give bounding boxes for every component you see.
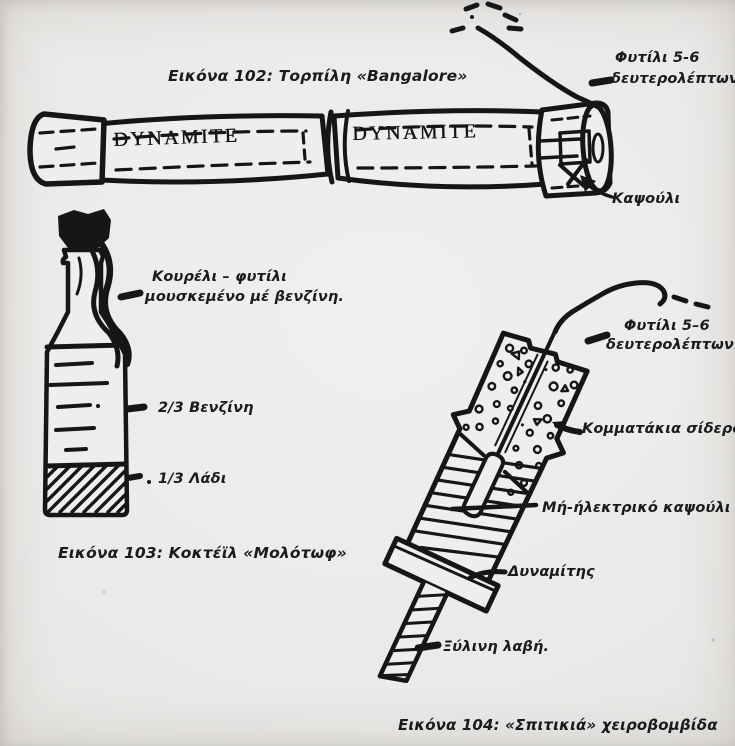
top-section-label: 2/3 Βενζίνη (158, 400, 254, 416)
oil-hatching (44, 464, 128, 514)
rag-label-line1: Κουρέλι – φυτίλι (152, 269, 287, 285)
torpedo-fuse-drawing (449, 1, 615, 110)
figure-103-caption: Εικόνα 103: Κοκτέϊλ «Μολότωφ» (58, 544, 347, 562)
detonator-pointer (449, 502, 539, 512)
rag-label-line2: μουσκεμένο μέ βενζίνη. (145, 289, 345, 305)
grenade-fuse-label-line2: δευτερολέπτων. (606, 337, 735, 353)
top-section-dash (123, 403, 148, 413)
grenade-fuse-drawing (552, 280, 711, 345)
fuse-spark-icon (671, 294, 711, 310)
fuse-label-dash (584, 331, 611, 345)
detonator-cap-label: Καψούλι (612, 191, 681, 207)
dynamite-label-2: DYNAMITE (352, 120, 479, 145)
fuse-label-dash (588, 76, 615, 87)
detonator-capsule (461, 451, 506, 519)
figure-104-caption: Εικόνα 104: «Σπιτικιά» χειροβομβίδα (398, 716, 718, 734)
charge-label: Δυναμίτης (508, 564, 595, 580)
grenade-label-pointers (414, 421, 583, 652)
figure-102-caption: Εικόνα 102: Τορπίλη «Bangalore» (168, 67, 468, 85)
filler-label: Κομματάκια σίδερο (582, 421, 735, 437)
cap-pointer-arrow (580, 175, 614, 199)
charge-pointer (467, 569, 508, 581)
bottom-section-label: 1/3 Λάδι (158, 471, 227, 487)
molotov-bottle-drawing (42, 209, 151, 518)
fuse-spark-icon (449, 1, 524, 34)
iron-pieces (462, 343, 579, 496)
torpedo-fuse-label-line1: Φυτίλι 5-6 (615, 50, 700, 66)
hand-grenade-drawing (377, 329, 590, 684)
dynamite-label-1: DYNAMITE (113, 124, 240, 151)
liquid-lines (48, 361, 109, 452)
handle-label: Ξύλινη λαβή. (443, 639, 550, 655)
grenade-fuse-label-line1: Φυτίλι 5–6 (624, 318, 710, 334)
detonator-label: Μή-ήλεκτρικό καψούλι (542, 500, 731, 516)
bottom-section-dash (125, 473, 143, 481)
torpedo-fuse-label-line2: δευτερολέπτων. (611, 71, 735, 87)
rag-label-dash (117, 289, 144, 301)
bangalore-torpedo-drawing (27, 100, 614, 199)
handle-dash (414, 641, 442, 652)
